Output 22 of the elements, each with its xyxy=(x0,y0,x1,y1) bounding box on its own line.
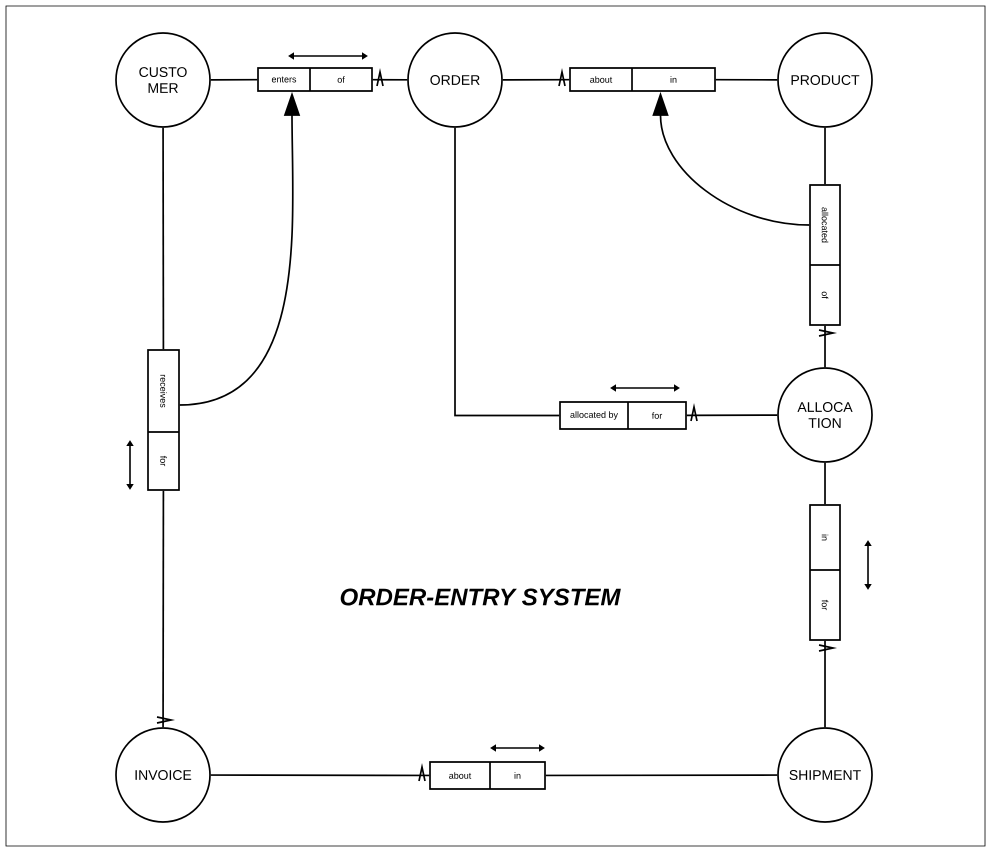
connector xyxy=(162,128,164,350)
role-box: receives for xyxy=(147,349,180,491)
connector xyxy=(210,774,430,776)
connector xyxy=(824,326,826,368)
role-box: about in xyxy=(429,761,546,790)
role-box: in for xyxy=(809,504,841,641)
connector xyxy=(210,78,258,81)
connector xyxy=(686,414,778,416)
connector xyxy=(162,490,164,728)
title: ORDER-ENTRY SYSTEM xyxy=(340,588,621,606)
connector xyxy=(454,128,560,416)
connector xyxy=(502,78,570,81)
connector xyxy=(716,78,778,81)
role-box: about in xyxy=(569,67,716,92)
connector xyxy=(824,640,826,728)
connector xyxy=(546,774,778,776)
connector xyxy=(372,78,408,81)
connector xyxy=(824,462,826,504)
role-box: allocated of xyxy=(809,184,841,326)
connector xyxy=(824,128,826,184)
role-box: allocated by for xyxy=(559,401,687,430)
role-box: enters of xyxy=(257,67,373,92)
